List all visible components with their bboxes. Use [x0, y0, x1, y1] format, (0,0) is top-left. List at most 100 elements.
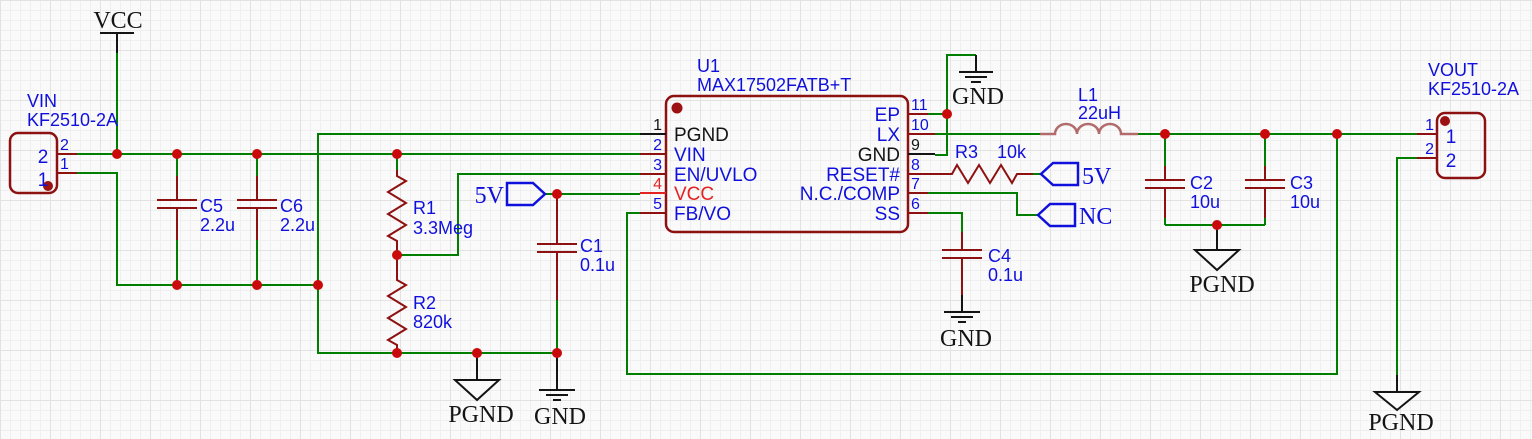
l1-ref[interactable]: L1 — [1078, 85, 1098, 105]
vin-inner-pin1: 1 — [38, 170, 49, 191]
wire-vin-pin1-to-cap-bottom-rail[interactable] — [77, 172, 318, 286]
c2-symbol[interactable] — [1145, 166, 1185, 218]
c5-symbol[interactable] — [157, 176, 197, 240]
c3-value[interactable]: 10u — [1290, 192, 1320, 212]
l1-symbol[interactable] — [1040, 122, 1138, 136]
gnd-flag-bottom-left[interactable]: GND — [534, 353, 586, 430]
u1-pin6-num: 6 — [911, 196, 920, 213]
5v-right-label[interactable]: 5V — [1082, 164, 1112, 190]
c1-ref[interactable]: C1 — [580, 236, 603, 256]
capacitor-c2[interactable]: C2 10u — [1145, 166, 1220, 218]
wire-pgnd-net[interactable] — [317, 133, 640, 354]
r2-value[interactable]: 820k — [413, 312, 453, 332]
c5-value[interactable]: 2.2u — [200, 215, 235, 235]
u1-left-stubs — [640, 153, 666, 214]
c4-ref[interactable]: C4 — [988, 246, 1011, 266]
u1-ref[interactable]: U1 — [697, 56, 720, 76]
u1-pin3-name: EN/UVLO — [674, 165, 757, 186]
pgnd-bl-label[interactable]: PGND — [448, 402, 513, 428]
c5-ref[interactable]: C5 — [200, 196, 223, 216]
capacitor-c1[interactable]: C1 0.1u — [537, 194, 615, 300]
5v-left-label[interactable]: 5V — [475, 183, 505, 209]
resistor-r2[interactable]: R2 820k — [386, 255, 453, 353]
r1-value[interactable]: 3.3Meg — [413, 218, 473, 238]
c6-ref[interactable]: C6 — [280, 196, 303, 216]
wires — [77, 53, 1417, 375]
gnd-flag-top[interactable]: GND — [952, 55, 1004, 110]
wire-ss-to-c4[interactable] — [928, 212, 963, 232]
r3-symbol[interactable] — [908, 163, 1033, 185]
r2-ref[interactable]: R2 — [413, 293, 436, 313]
vout-pin1-number: 1 — [1425, 117, 1434, 134]
u1-pin2-name: VIN — [674, 145, 706, 166]
r2-symbol[interactable] — [386, 255, 408, 353]
u1-pin5-num: 5 — [653, 196, 662, 213]
junction-dot — [172, 149, 182, 159]
u1-body[interactable] — [664, 94, 910, 234]
vout-connector[interactable]: VOUT KF2510-2A 1 2 1 2 — [1417, 60, 1519, 180]
u1-pin3-num: 3 — [653, 157, 662, 174]
c2-ref[interactable]: C2 — [1190, 173, 1213, 193]
u1-pin11-num: 11 — [911, 97, 928, 114]
c3-symbol[interactable] — [1245, 166, 1285, 218]
vcc-power-flag[interactable]: VCC — [93, 8, 143, 53]
r1-symbol[interactable] — [386, 170, 408, 255]
net-flag-5v-right[interactable]: 5V — [1039, 161, 1112, 190]
resistor-r3[interactable]: R3 10k — [908, 142, 1033, 185]
l1-value[interactable]: 22uH — [1078, 103, 1121, 123]
capacitor-c6[interactable]: C6 2.2u — [237, 176, 315, 240]
r3-value[interactable]: 10k — [997, 142, 1027, 162]
nc-flag-shape[interactable] — [1036, 202, 1077, 228]
r3-ref[interactable]: R3 — [955, 142, 978, 162]
u1-pin10-num: 10 — [911, 117, 929, 134]
c2-value[interactable]: 10u — [1190, 192, 1220, 212]
c1-symbol[interactable] — [537, 194, 577, 300]
gnd-bl-label[interactable]: GND — [534, 404, 586, 430]
r1-ref[interactable]: R1 — [413, 198, 436, 218]
5v-flag-shape[interactable] — [505, 181, 547, 207]
pgnd-flag-bottom-right[interactable]: PGND — [1368, 375, 1434, 436]
nc-label[interactable]: NC — [1079, 204, 1112, 230]
vout-part[interactable]: KF2510-2A — [1428, 79, 1519, 99]
wire-en-divider-tap[interactable] — [397, 173, 640, 256]
gnd-c4-label[interactable]: GND — [940, 326, 992, 352]
c4-symbol[interactable] — [942, 232, 982, 295]
capacitor-c5[interactable]: C5 2.2u — [157, 176, 235, 240]
u1-pin1-name: PGND — [674, 125, 729, 146]
gnd-top-label[interactable]: GND — [952, 84, 1004, 110]
inductor-l1[interactable]: L1 22uH — [1040, 85, 1138, 136]
pgnd-mid-label[interactable]: PGND — [1189, 272, 1254, 298]
pgnd-flag-mid[interactable]: PGND — [1189, 225, 1255, 298]
capacitor-c4[interactable]: C4 0.1u — [942, 232, 1023, 295]
c4-value[interactable]: 0.1u — [988, 265, 1023, 285]
c6-value[interactable]: 2.2u — [280, 215, 315, 235]
pgnd-flag-bottom-left[interactable]: PGND — [448, 353, 514, 428]
wire-vout-pin2-to-pgnd[interactable] — [1396, 157, 1417, 375]
vout-body[interactable] — [1435, 111, 1487, 180]
pgnd-mid-triangle — [1192, 249, 1242, 272]
vcc-label[interactable]: VCC — [93, 8, 142, 34]
vin-part[interactable]: KF2510-2A — [27, 110, 118, 130]
capacitor-c3[interactable]: C3 10u — [1245, 166, 1320, 218]
vin-body[interactable] — [8, 131, 59, 195]
vin-ref[interactable]: VIN — [27, 91, 57, 111]
ic-u1[interactable]: U1 MAX17502FATB+T 1 2 3 4 5 PGND VIN EN/… — [640, 56, 935, 234]
u1-pin1-marker-dot — [671, 102, 683, 114]
wire-feedback-loop[interactable] — [626, 134, 1338, 375]
c3-ref[interactable]: C3 — [1290, 173, 1313, 193]
c1-value[interactable]: 0.1u — [580, 255, 615, 275]
pgnd-br-label[interactable]: PGND — [1368, 410, 1433, 436]
wire-comp-to-nc[interactable] — [928, 192, 1038, 216]
vin-pin2-number: 2 — [60, 137, 69, 154]
gnd-flag-c4[interactable]: GND — [940, 295, 992, 352]
vout-pin-stubs — [1417, 133, 1437, 159]
resistor-r1[interactable]: R1 3.3Meg — [386, 170, 473, 255]
5v-right-flag-shape[interactable] — [1039, 161, 1080, 187]
gnd-bl-earth-symbol — [539, 353, 575, 401]
u1-part[interactable]: MAX17502FATB+T — [697, 75, 851, 95]
net-flag-5v-left[interactable]: 5V — [475, 181, 547, 209]
c6-symbol[interactable] — [237, 176, 277, 240]
net-flag-nc[interactable]: NC — [1036, 202, 1112, 230]
vout-ref[interactable]: VOUT — [1428, 60, 1478, 80]
vin-connector[interactable]: VIN KF2510-2A 2 1 2 1 — [8, 91, 118, 195]
